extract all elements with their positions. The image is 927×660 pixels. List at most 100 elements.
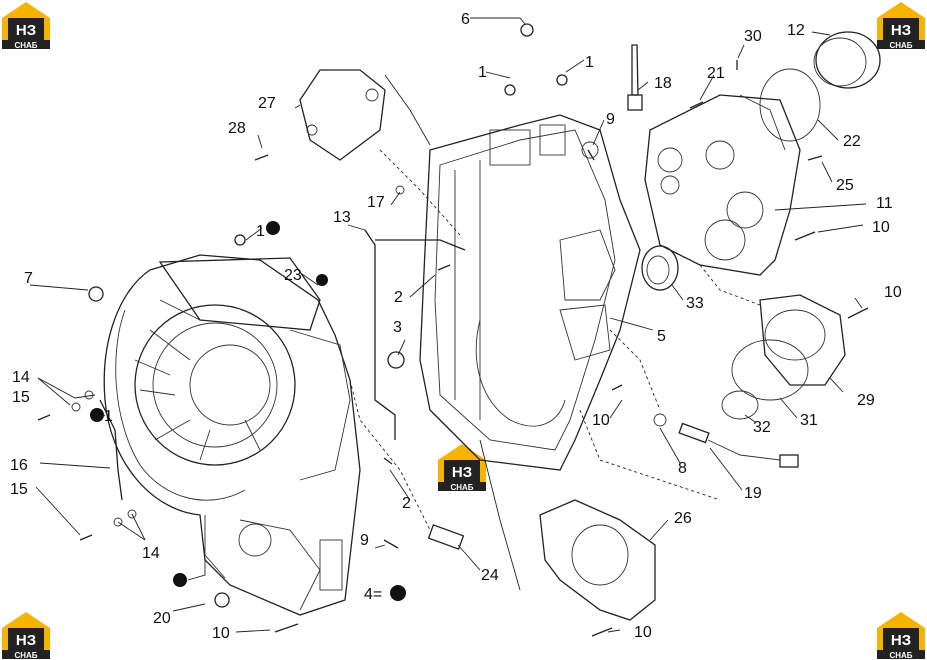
- brand-logo-top-right: НЗ СНАБ: [877, 2, 925, 50]
- callout-31: 31: [800, 412, 818, 429]
- bolt-21: [689, 101, 704, 109]
- plug-3: [387, 351, 405, 369]
- logo-subtext: СНАБ: [450, 483, 473, 492]
- bolt-10a: [794, 231, 816, 241]
- callout-33: 33: [686, 295, 704, 312]
- rear-cover: [644, 94, 801, 276]
- cover-plate-27: [299, 69, 386, 161]
- sender-18: [627, 44, 643, 111]
- sealant-mark-legend: [390, 585, 406, 601]
- sealant-mark: [173, 573, 187, 587]
- plug-7: [88, 286, 104, 302]
- callout-7: 7: [24, 270, 33, 287]
- brand-logo-top-left: НЗ СНАБ: [2, 2, 50, 50]
- bolt-2a: [437, 264, 451, 271]
- cable-16: [99, 399, 123, 501]
- callout-14: 14: [142, 545, 160, 562]
- callout-10: 10: [212, 625, 230, 642]
- washer-8: [653, 413, 667, 427]
- callout-2: 2: [402, 495, 411, 512]
- leader-lines: [29, 17, 867, 633]
- sealant-mark: [90, 408, 104, 422]
- callout-1: 1: [585, 54, 594, 71]
- callout-15: 15: [12, 389, 30, 406]
- callout-23: 23: [284, 267, 302, 284]
- callout-25: 25: [836, 177, 854, 194]
- bolt-15b: [79, 534, 93, 541]
- callout-16: 16: [10, 457, 28, 474]
- bolt-15a: [37, 414, 51, 421]
- callout-1: 1: [256, 223, 265, 240]
- o-ring-31: [731, 339, 809, 401]
- plug-1c: [234, 234, 246, 246]
- callout-20: 20: [153, 610, 171, 627]
- callout-17: 17: [367, 194, 385, 211]
- snap-ring-32: [721, 390, 759, 420]
- callout-19: 19: [744, 485, 762, 502]
- callout-27: 27: [258, 95, 276, 112]
- bolt-2b: [383, 457, 393, 465]
- callout-11: 11: [876, 195, 893, 212]
- callout-1: 1: [478, 64, 487, 81]
- callout-22: 22: [843, 133, 861, 150]
- bolt-10b: [847, 307, 869, 319]
- sealant-mark: [316, 274, 328, 286]
- bolt-25: [807, 155, 823, 161]
- callout-28: 28: [228, 120, 246, 137]
- plug-6: [520, 23, 534, 37]
- callout-29: 29: [857, 392, 875, 409]
- callout-10: 10: [592, 412, 610, 429]
- bolt-10c: [611, 384, 623, 391]
- brand-logo-center: НЗ СНАБ: [438, 444, 486, 492]
- converter-housing: [103, 254, 361, 616]
- sender-24: [427, 524, 465, 550]
- seal-33: [641, 245, 679, 291]
- plug-1a: [504, 84, 516, 96]
- pin-9a: [383, 539, 399, 549]
- logo-text: НЗ: [891, 632, 911, 649]
- callout-32: 32: [753, 419, 771, 436]
- sealant-mark: [266, 221, 280, 235]
- callout-12: 12: [787, 22, 805, 39]
- cover-26: [539, 499, 656, 621]
- callout-1: 1: [104, 408, 113, 425]
- callout-9: 9: [360, 532, 369, 549]
- o-ring-17: [395, 185, 405, 195]
- callout-15: 15: [10, 481, 28, 498]
- transmission-housing: [419, 114, 641, 471]
- callout-3: 3: [393, 319, 402, 336]
- pin-9b: [587, 149, 595, 161]
- logo-subtext: СНАБ: [14, 41, 37, 50]
- callout-8: 8: [678, 460, 687, 477]
- callout-2: 2: [394, 289, 403, 306]
- cap-12: [815, 31, 881, 89]
- logo-subtext: СНАБ: [889, 41, 912, 50]
- callout-21: 21: [707, 65, 725, 82]
- logo-subtext: СНАБ: [889, 651, 912, 660]
- brand-logo-bottom-left: НЗ СНАБ: [2, 612, 50, 660]
- callout-10: 10: [872, 219, 890, 236]
- bolt-10d: [274, 623, 299, 633]
- callout-5: 5: [657, 328, 666, 345]
- callout-9: 9: [606, 111, 615, 128]
- callout-14: 14: [12, 369, 30, 386]
- brand-logo-bottom-right: НЗ СНАБ: [877, 612, 925, 660]
- callout-13: 13: [333, 209, 351, 226]
- callout-24: 24: [481, 567, 499, 584]
- callout-6: 6: [461, 11, 470, 28]
- logo-text: НЗ: [452, 464, 472, 481]
- logo-subtext: СНАБ: [14, 651, 37, 660]
- bolt-28: [254, 154, 269, 161]
- o-ring-22: [759, 68, 821, 142]
- callout-10: 10: [634, 624, 652, 641]
- flange-29: [759, 294, 846, 386]
- sensor-19: [678, 422, 799, 468]
- plug-20: [214, 592, 230, 608]
- callout-26: 26: [674, 510, 692, 527]
- tube-13: [364, 229, 396, 440]
- callout-10: 10: [884, 284, 902, 301]
- plug-1b: [556, 74, 568, 86]
- callout-4-legend: 4=: [364, 586, 382, 603]
